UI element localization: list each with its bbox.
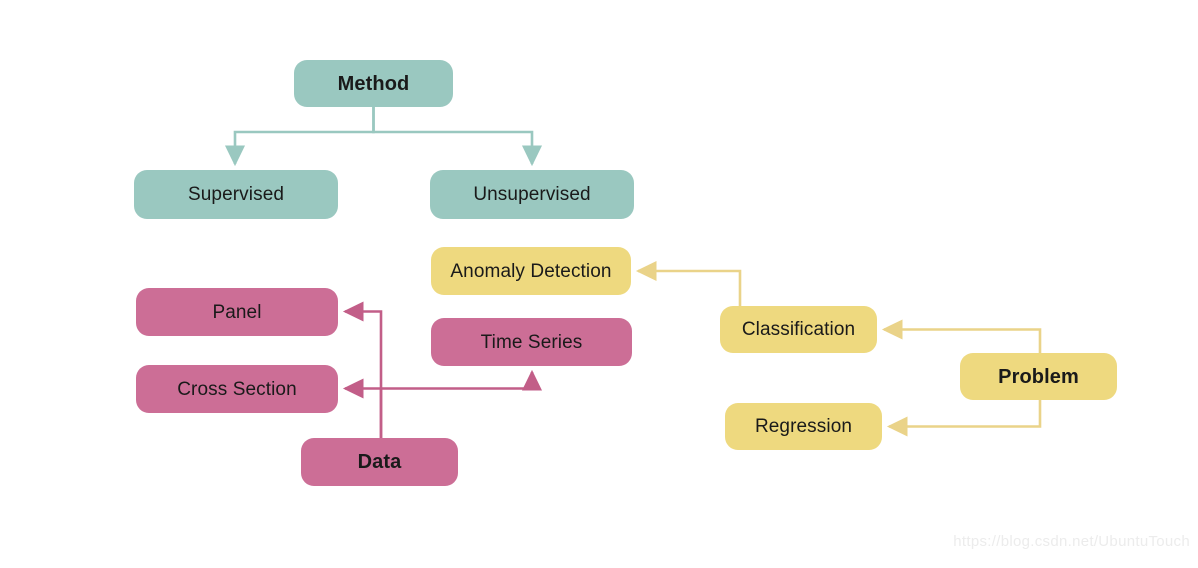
edge-method-to-supervised xyxy=(224,106,375,167)
node-data[interactable]: Data xyxy=(301,438,458,486)
edge-problem-to-classification xyxy=(881,319,1042,353)
edge-problem-to-regression xyxy=(886,400,1042,437)
edge-data-to-time-series xyxy=(381,369,543,391)
node-classification[interactable]: Classification xyxy=(720,306,877,353)
node-problem[interactable]: Problem xyxy=(960,353,1117,400)
node-time-series[interactable]: Time Series xyxy=(431,318,632,366)
watermark-text: https://blog.csdn.net/UbuntuTouch xyxy=(953,533,1190,550)
node-regression[interactable]: Regression xyxy=(725,403,882,450)
node-unsupervised[interactable]: Unsupervised xyxy=(430,170,634,219)
node-supervised[interactable]: Supervised xyxy=(134,170,338,219)
node-panel[interactable]: Panel xyxy=(136,288,338,336)
node-cross-section[interactable]: Cross Section xyxy=(136,365,338,413)
node-method[interactable]: Method xyxy=(294,60,453,107)
node-anomaly-detection[interactable]: Anomaly Detection xyxy=(431,247,631,295)
edge-data-to-panel xyxy=(342,301,383,438)
edge-data-to-cross-section xyxy=(342,378,383,438)
edge-classification-to-anomaly-detection xyxy=(635,260,742,306)
edge-method-to-unsupervised xyxy=(372,106,543,167)
